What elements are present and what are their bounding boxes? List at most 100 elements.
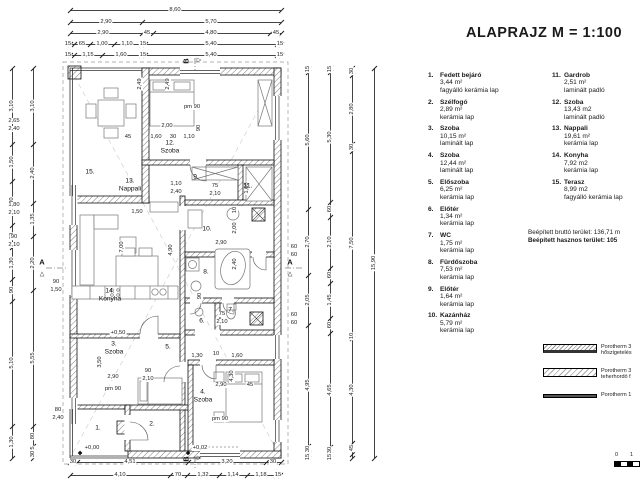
legend-item-number: 4. <box>428 152 434 160</box>
plan-dimension-label: 80 <box>53 407 63 413</box>
scale-one-label: 1 <box>630 452 634 458</box>
dimension-text: 30 <box>68 459 78 465</box>
plan-dimension-label: 45 <box>123 134 133 140</box>
legend-item-area: 19,61 m² <box>564 132 591 140</box>
legend-item-floor: fagyálló kerámia lap <box>564 193 623 201</box>
legend-item-floor: kerámia lap <box>440 247 475 255</box>
plan-dimension-label: 2,10 <box>141 376 155 382</box>
room-number-label: 15. <box>85 168 95 176</box>
dimension-text: 2,05 <box>305 293 311 307</box>
dimension-text: 45 <box>349 443 355 453</box>
legend-item-area: 2,89 m² <box>440 106 463 114</box>
dimension-text: 4,30 <box>349 383 355 397</box>
dimension-text: 4,51 <box>123 459 137 465</box>
plan-dimension-label: 2,00 <box>160 123 174 129</box>
plan-dimension-label: 90 <box>143 368 153 374</box>
legend-item-number: 2. <box>428 98 434 106</box>
dimension-text: 5,70 <box>204 19 218 25</box>
scale-bar: 0 1 <box>612 452 640 468</box>
legend-item-number: 6. <box>428 205 434 213</box>
scale-bar-graphic <box>614 461 640 467</box>
plan-dimension-label: 1,60 <box>149 134 163 140</box>
section-marker: ◆ <box>185 450 191 457</box>
plan-dimension-label: pm 90 <box>210 416 230 422</box>
plan-dimension-label: 2,10 <box>7 242 21 248</box>
plan-dimension-label: +0,02 <box>191 445 209 451</box>
dimension-text: 3,10 <box>9 99 15 113</box>
dimension-text: 5,40 <box>204 41 218 47</box>
dimension-line <box>70 55 281 56</box>
dimension-text: 70 <box>173 472 183 478</box>
plan-dimension-label: 3,50 <box>97 355 103 369</box>
plan-dimension-label: 90 <box>9 234 19 240</box>
dimension-text: 4,10 <box>113 472 127 478</box>
dimension-text: 90 <box>9 285 15 295</box>
dimension-text: 4,80 <box>204 30 218 36</box>
plan-dimension-label: 1,10 <box>169 181 183 187</box>
scale-zero-label: 0 <box>615 452 619 458</box>
legend-item-number: 12. <box>552 98 562 106</box>
legend-item-floor: laminált lap <box>440 140 474 148</box>
dimension-text: 30 <box>349 66 355 76</box>
legend-item-name: 15.Terasz <box>552 178 585 186</box>
dimension-text: 15 <box>327 64 333 74</box>
room-name-label: Szoba <box>104 348 124 356</box>
plan-dimension-label: 90 <box>197 291 203 301</box>
dimension-line <box>352 68 353 458</box>
room-number-label: 2. <box>149 420 155 428</box>
legend-item-area: 10,15 m² <box>440 132 467 140</box>
dimension-text: 80 <box>30 431 36 441</box>
legend-item-number: 5. <box>428 178 434 186</box>
dimension-text: 5,30 <box>327 130 333 144</box>
plan-dimension-label: 2,90 <box>214 382 228 388</box>
wall-type-swatch <box>543 344 597 353</box>
dimension-text: 30 <box>30 449 36 459</box>
dimension-text: 15 <box>63 41 73 47</box>
dimension-text: 15 <box>275 41 285 47</box>
dimension-text: 5,40 <box>204 52 218 58</box>
section-marker: B <box>181 58 191 64</box>
legend-item-floor: kerámia lap <box>440 193 475 201</box>
room-number-label: 6. <box>199 317 205 325</box>
plan-dimension-label: 7,00 <box>119 240 125 254</box>
legend-item-number: 9. <box>428 285 434 293</box>
dimension-text: 4,65 <box>327 383 333 397</box>
room-number-label: 11. <box>243 182 253 190</box>
section-marker: △ <box>39 271 45 278</box>
plan-dimension-label: 2,10 <box>215 319 229 325</box>
dimension-text: 15 <box>63 52 73 58</box>
plan-dimension-label: 2,40 <box>7 126 21 132</box>
legend-item-floor: kerámia lap <box>564 166 599 174</box>
dimension-text: 1,30 <box>9 435 15 449</box>
dimension-text: 3,20 <box>220 459 234 465</box>
plan-dimension-label: 45 <box>245 382 255 388</box>
dimension-text: 10 <box>349 331 355 341</box>
section-marker: A <box>287 257 293 267</box>
dimension-text: 2,20 <box>30 256 36 270</box>
room-name-label: Konyha <box>98 295 122 303</box>
plan-dimension-label: 60 <box>289 312 299 318</box>
drawing-title: ALAPRAJZ M = 1:100 <box>466 25 623 41</box>
legend-item-number: 7. <box>428 232 434 240</box>
plan-dimension-label: 60 <box>289 244 299 250</box>
legend-item-area: 1,75 m² <box>440 239 463 247</box>
dimension-text: 5,60 <box>305 133 311 147</box>
room-number-label: 12. <box>165 139 175 147</box>
legend-item-floor: kerámia lap <box>440 300 475 308</box>
plan-dimension-label: 1,30 <box>190 353 204 359</box>
legend-item-name: 7.WC <box>428 232 451 240</box>
legend-item-area: 13,43 m2 <box>564 106 592 114</box>
dimension-text: 1,45 <box>327 293 333 307</box>
section-marker: △ <box>287 271 293 278</box>
dimension-text: 65 <box>77 41 87 47</box>
section-marker: ◆ <box>77 450 83 457</box>
wall-type-swatch <box>543 394 597 398</box>
legend-item-number: 1. <box>428 72 434 79</box>
